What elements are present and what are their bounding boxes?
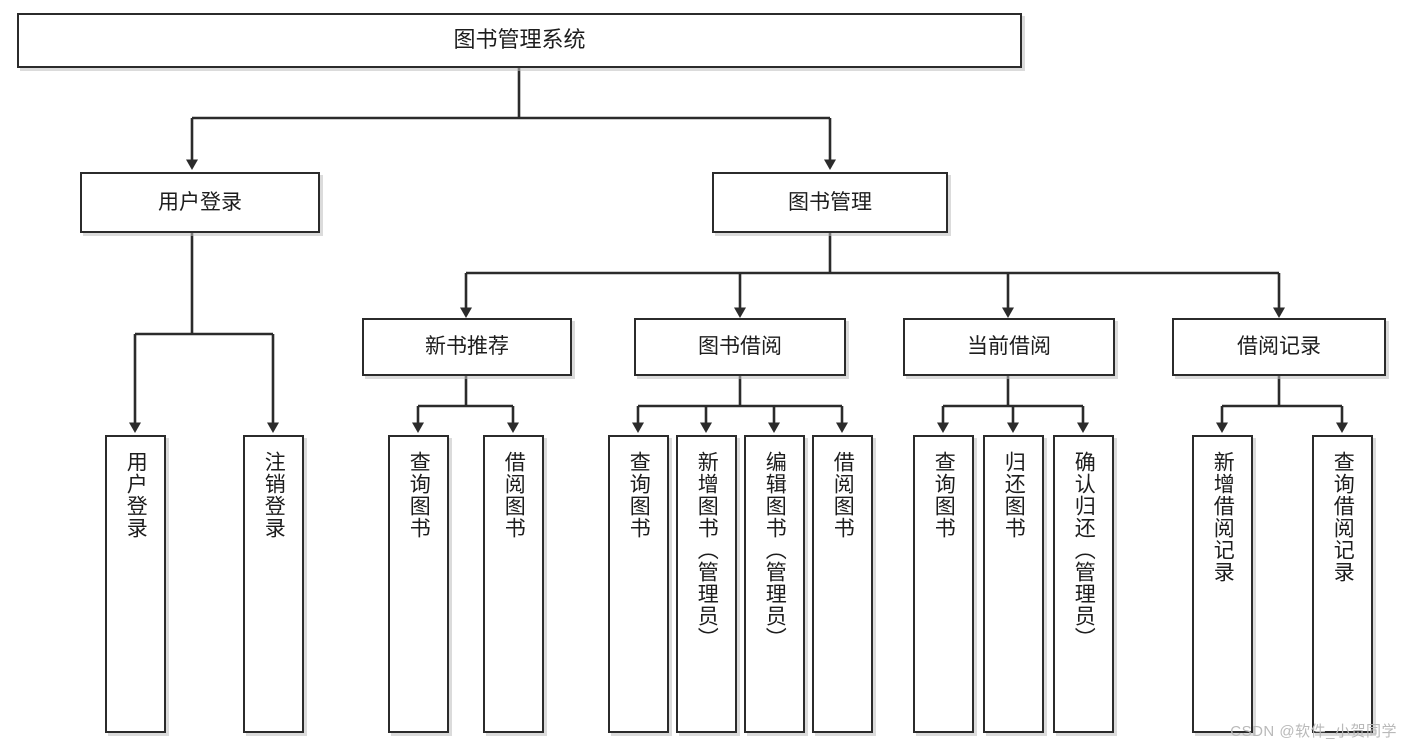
node-user-login[interactable]: 用户登录	[80, 172, 320, 233]
node-book-borrow[interactable]: 图书借阅	[634, 318, 846, 376]
node-leaf-query-book-2[interactable]: 查询图书	[608, 435, 669, 733]
node-current-borrow-label: 当前借阅	[967, 335, 1051, 359]
node-new-book-recommend[interactable]: 新书推荐	[362, 318, 572, 376]
node-current-borrow[interactable]: 当前借阅	[903, 318, 1115, 376]
node-leaf-logout-login-label: 注销登录	[262, 451, 286, 539]
node-leaf-edit-book[interactable]: 编辑图书（管理员）	[744, 435, 805, 733]
node-book-manage[interactable]: 图书管理	[712, 172, 948, 233]
node-leaf-borrow-book-1[interactable]: 借阅图书	[483, 435, 544, 733]
node-leaf-confirm-return[interactable]: 确认归还（管理员）	[1053, 435, 1114, 733]
node-user-login-label: 用户登录	[158, 190, 242, 214]
node-new-book-recommend-label: 新书推荐	[425, 335, 509, 359]
node-leaf-query-book-3-label: 查询图书	[932, 451, 956, 539]
node-borrow-record-label: 借阅记录	[1237, 335, 1321, 359]
node-root[interactable]: 图书管理系统	[17, 13, 1022, 68]
node-leaf-return-book[interactable]: 归还图书	[983, 435, 1044, 733]
node-leaf-query-book-2-label: 查询图书	[627, 451, 651, 539]
node-leaf-borrow-book-2[interactable]: 借阅图书	[812, 435, 873, 733]
node-leaf-add-record[interactable]: 新增借阅记录	[1192, 435, 1253, 733]
node-leaf-query-record-label: 查询借阅记录	[1331, 451, 1355, 583]
node-leaf-edit-book-label: 编辑图书（管理员）	[763, 451, 787, 649]
node-book-borrow-label: 图书借阅	[698, 335, 782, 359]
node-leaf-query-book-1[interactable]: 查询图书	[388, 435, 449, 733]
node-leaf-query-book-1-label: 查询图书	[407, 451, 431, 539]
node-leaf-add-record-label: 新增借阅记录	[1211, 451, 1235, 583]
node-leaf-query-book-3[interactable]: 查询图书	[913, 435, 974, 733]
node-leaf-add-book-label: 新增图书（管理员）	[695, 451, 719, 649]
node-book-manage-label: 图书管理	[788, 190, 872, 214]
node-leaf-borrow-book-1-label: 借阅图书	[502, 451, 526, 539]
node-leaf-confirm-return-label: 确认归还（管理员）	[1072, 451, 1096, 649]
node-leaf-user-login[interactable]: 用户登录	[105, 435, 166, 733]
node-leaf-return-book-label: 归还图书	[1002, 451, 1026, 539]
node-leaf-borrow-book-2-label: 借阅图书	[831, 451, 855, 539]
connectors-root	[129, 68, 1348, 433]
node-leaf-add-book[interactable]: 新增图书（管理员）	[676, 435, 737, 733]
node-leaf-user-login-label: 用户登录	[124, 451, 148, 539]
node-root-label: 图书管理系统	[453, 27, 586, 53]
node-leaf-logout-login[interactable]: 注销登录	[243, 435, 304, 733]
node-leaf-query-record[interactable]: 查询借阅记录	[1312, 435, 1373, 733]
node-borrow-record[interactable]: 借阅记录	[1172, 318, 1386, 376]
